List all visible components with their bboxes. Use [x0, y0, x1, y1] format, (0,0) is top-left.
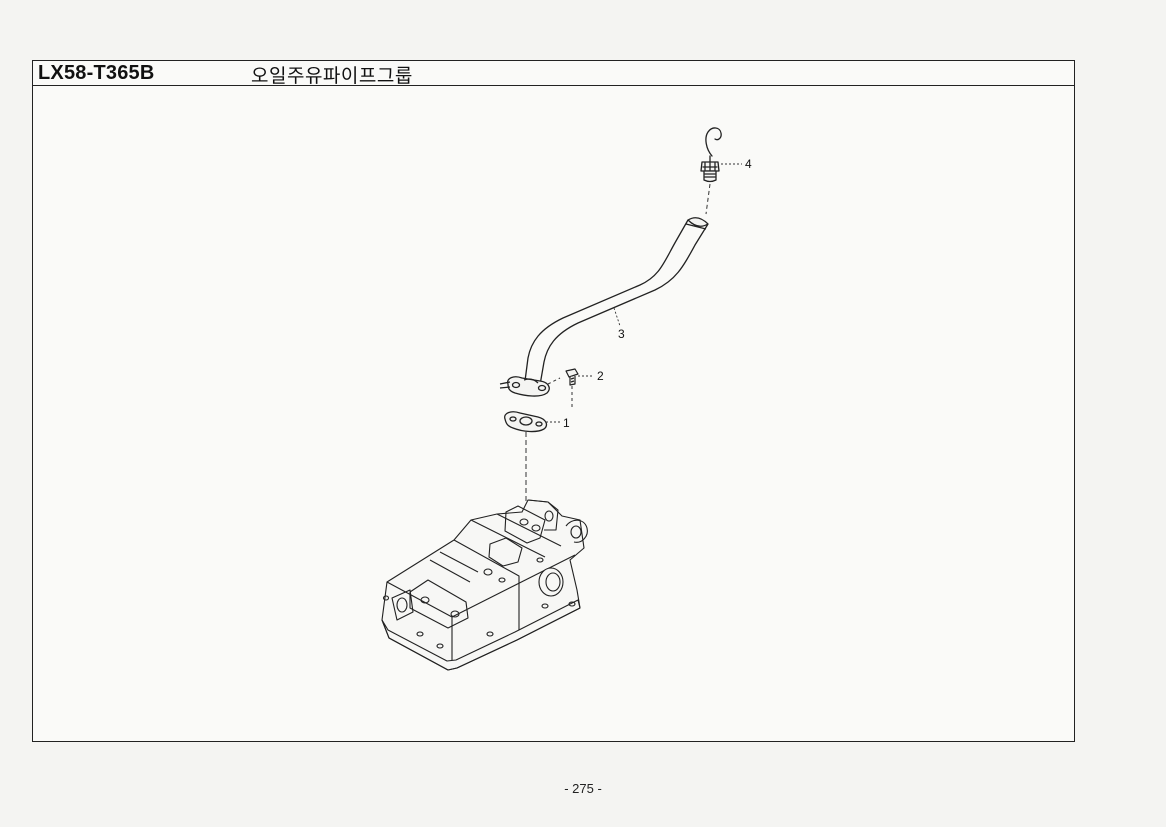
model-code: LX58-T365B: [38, 62, 155, 84]
callout-1: 1: [563, 416, 570, 430]
page-number: - 275 -: [564, 781, 602, 796]
gasket-drawing: [504, 411, 548, 433]
group-title: 오일주유파이프그룹: [251, 65, 413, 87]
callout-2: 2: [597, 369, 604, 383]
bolt-drawing: [565, 368, 579, 386]
callout-3: 3: [618, 327, 625, 341]
dashed-leader-plug: [705, 183, 711, 215]
dashed-leader-bolt: [547, 377, 573, 408]
callout-leaders: [546, 163, 742, 423]
filler-plug-dipstick-drawing: [700, 127, 722, 183]
oil-filler-pipe-drawing: [499, 217, 709, 397]
title-bar: LX58-T365B 오일주유파이프그룹: [33, 61, 1074, 87]
diagram-frame: LX58-T365B 오일주유파이프그룹: [32, 60, 1075, 742]
transmission-housing-drawing: [381, 499, 588, 671]
callout-4: 4: [745, 157, 752, 171]
